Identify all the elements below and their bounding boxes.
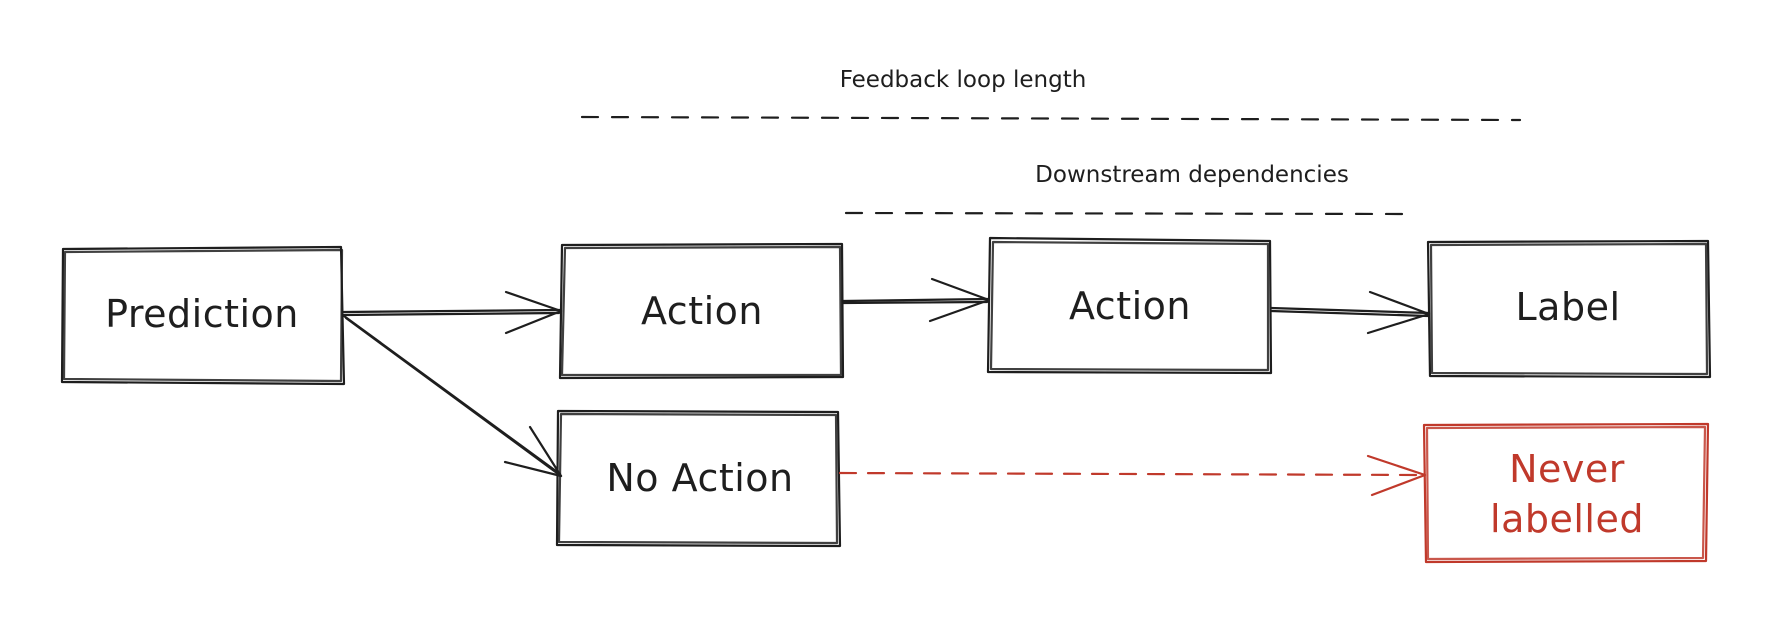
feedback-loop-span: Feedback loop length (580, 67, 1522, 122)
node-action-1-label: Action (641, 289, 763, 333)
node-label-label: Label (1515, 285, 1620, 329)
downstream-dependencies-dashed-line (844, 211, 1410, 216)
arrow-no-action-to-never-labelled (838, 454, 1427, 497)
node-action-2-label: Action (1069, 284, 1191, 328)
node-no-action-label: No Action (606, 456, 793, 500)
downstream-dependencies-label: Downstream dependencies (1035, 162, 1349, 188)
node-never-labelled-line1: Never (1509, 447, 1625, 491)
node-prediction-label: Prediction (105, 292, 299, 336)
arrow-action-1-to-action-2 (841, 277, 991, 323)
downstream-dependencies-span: Downstream dependencies (844, 162, 1410, 216)
node-no-action: No Action (555, 409, 842, 548)
feedback-loop-dashed-line (580, 115, 1522, 122)
arrow-prediction-to-action-1 (342, 290, 563, 335)
arrow-action-2-to-label (1269, 290, 1431, 335)
node-label: Label (1426, 239, 1712, 379)
node-never-labelled: Never labelled (1422, 422, 1710, 564)
node-action-1: Action (558, 242, 845, 380)
node-prediction: Prediction (60, 245, 346, 386)
node-never-labelled-line2: labelled (1490, 497, 1644, 541)
node-action-2: Action (986, 236, 1273, 375)
feedback-loop-label: Feedback loop length (840, 67, 1087, 93)
arrow-prediction-to-no-action (342, 314, 563, 478)
